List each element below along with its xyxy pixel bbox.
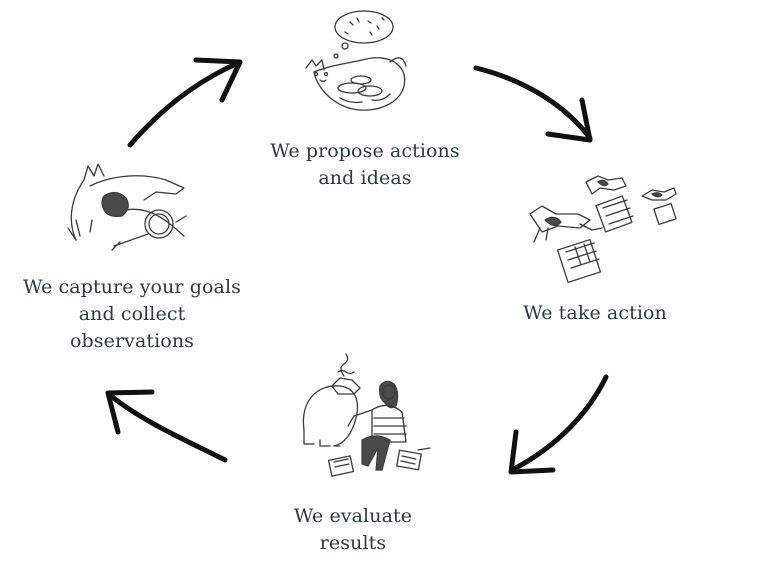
arrow-propose-to-action [473, 65, 593, 143]
step-action-label: We take action [500, 300, 690, 327]
step-action-line-1: We take action [523, 302, 667, 324]
arrow-capture-to-propose [127, 57, 243, 148]
person-and-dog-illustration [302, 353, 431, 477]
step-propose-line-2: and ideas [318, 167, 412, 189]
birds-with-calendars-illustration [529, 175, 677, 284]
step-evaluate-label: We evaluate results [268, 503, 438, 557]
cat-dreaming-illustration [305, 10, 407, 111]
step-evaluate-line-2: results [319, 532, 387, 554]
step-capture-line-3: observations [69, 330, 195, 352]
step-propose-label: We propose actions and ideas [228, 138, 502, 192]
arrow-evaluate-to-capture [105, 389, 228, 463]
bird-with-magnifier-illustration [67, 163, 187, 251]
step-evaluate-line-1: We evaluate [293, 505, 413, 527]
arrow-action-to-evaluate [508, 374, 609, 475]
step-propose-line-1: We propose actions [270, 140, 460, 162]
step-capture-line-1: We capture your goals [22, 276, 242, 298]
step-capture-label: We capture your goals and collect observ… [6, 274, 258, 355]
step-capture-line-2: and collect [78, 303, 186, 325]
